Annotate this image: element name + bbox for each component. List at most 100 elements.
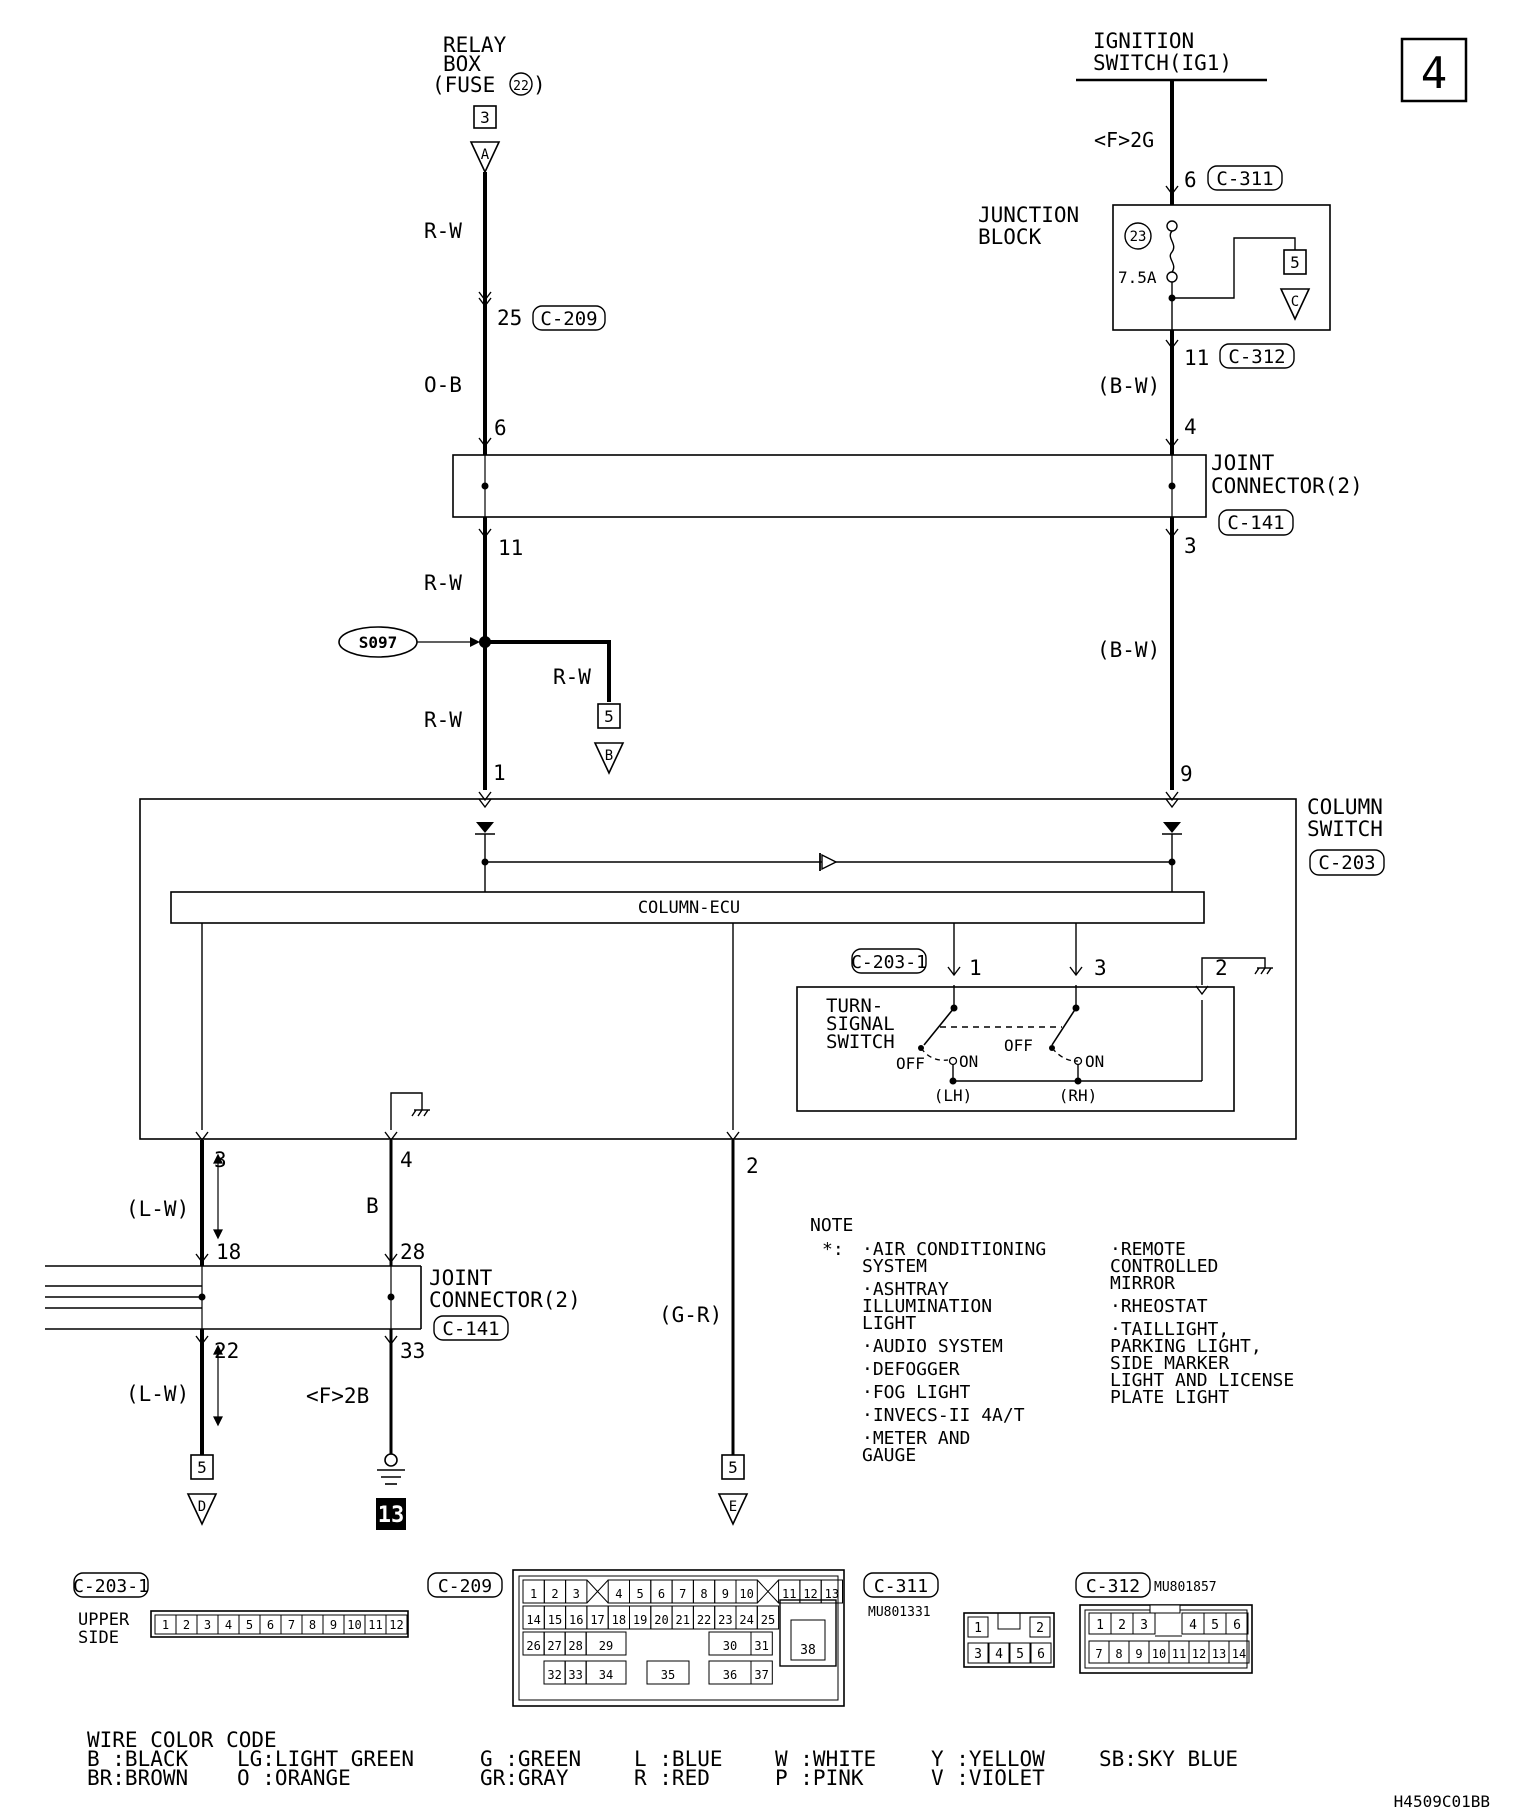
svg-text:E: E bbox=[729, 1499, 737, 1515]
diode-icon bbox=[819, 853, 838, 871]
ground-icon-pin-4 bbox=[411, 1109, 430, 1117]
note-item: CONTROLLED bbox=[1110, 1256, 1218, 1277]
c312-pin: 12 bbox=[1192, 1647, 1206, 1661]
c311-pin: 3 bbox=[974, 1647, 982, 1662]
joint-connector-top bbox=[452, 454, 1207, 518]
turn-pin-3: 3 bbox=[1094, 956, 1107, 980]
fuse-23: 23 7.5A bbox=[1118, 220, 1178, 287]
c209-pin: 25 bbox=[761, 1613, 775, 1627]
junction-block-label: JUNCTION BLOCK bbox=[978, 203, 1079, 249]
note-item: ·ASHTRAY bbox=[862, 1279, 949, 1300]
note-item: SYSTEM bbox=[862, 1256, 927, 1277]
c311-badge: C-311 bbox=[1207, 165, 1283, 191]
c209-pin: 1 bbox=[530, 1587, 537, 1601]
c312-pin: 5 bbox=[1211, 1618, 1219, 1633]
svg-text:IGNITION: IGNITION bbox=[1093, 29, 1194, 53]
joint-connector-low-label: JOINT CONNECTOR(2) C-141 bbox=[429, 1266, 581, 1341]
svg-text:*:: *: bbox=[822, 1239, 844, 1260]
svg-text:W :WHITE: W :WHITE bbox=[775, 1747, 876, 1771]
c209-pin: 14 bbox=[526, 1613, 540, 1627]
c311-pin-6: 6 bbox=[1184, 168, 1197, 192]
note-item: PLATE LIGHT bbox=[1110, 1387, 1229, 1408]
svg-text:C-141: C-141 bbox=[1227, 512, 1284, 534]
svg-text:JUNCTION: JUNCTION bbox=[978, 203, 1079, 227]
c203-1-pin: 5 bbox=[246, 1618, 253, 1632]
svg-text:C-209: C-209 bbox=[438, 1576, 492, 1597]
svg-text:SWITCH: SWITCH bbox=[1307, 817, 1383, 841]
c203-1-pin: 12 bbox=[389, 1618, 403, 1632]
c209-pin: 10 bbox=[739, 1587, 753, 1601]
c203-1-pin: 3 bbox=[204, 1618, 211, 1632]
c203-1-pin: 2 bbox=[183, 1618, 190, 1632]
c209-pin: 29 bbox=[599, 1639, 613, 1653]
wire-label-ob: O-B bbox=[424, 373, 462, 397]
c203-1-pin: 4 bbox=[225, 1618, 232, 1632]
c209-pin: 19 bbox=[633, 1613, 647, 1627]
column-pin-4: 4 bbox=[400, 1148, 413, 1172]
turn-pin-1: 1 bbox=[969, 956, 982, 980]
svg-text:WIRE COLOR CODE: WIRE COLOR CODE bbox=[87, 1728, 277, 1752]
c209-pin: 22 bbox=[697, 1613, 711, 1627]
note-item: MIRROR bbox=[1110, 1273, 1175, 1294]
svg-text:S097: S097 bbox=[359, 633, 398, 652]
svg-text:C-312: C-312 bbox=[1228, 346, 1285, 368]
switch-lever-lh bbox=[923, 1007, 955, 1046]
note-item: ILLUMINATION bbox=[862, 1296, 992, 1317]
c311-pin: 4 bbox=[995, 1647, 1003, 1662]
wire-label-lw-top: (L-W) bbox=[126, 1197, 189, 1221]
c209-pin: 7 bbox=[679, 1587, 686, 1601]
c203-1-pin: 1 bbox=[162, 1618, 169, 1632]
c209-pin: 5 bbox=[637, 1587, 644, 1601]
page-number-box bbox=[1400, 37, 1468, 103]
wire-ground-pin-4 bbox=[390, 1092, 423, 1130]
c312-pin: 3 bbox=[1140, 1618, 1148, 1633]
c312-pin: 2 bbox=[1118, 1618, 1126, 1633]
svg-text:MU801331: MU801331 bbox=[868, 1605, 931, 1620]
svg-text:TURN-: TURN- bbox=[826, 995, 883, 1017]
d-pin: 5 bbox=[197, 1458, 207, 1477]
connector-e-marker: E bbox=[718, 1493, 748, 1525]
jc-top-pin-6: 6 bbox=[494, 416, 507, 440]
relay-pin-label: 3 bbox=[480, 108, 490, 127]
svg-text:B :BLACK: B :BLACK bbox=[87, 1747, 189, 1771]
wire-label-rw-branch: R-W bbox=[553, 665, 591, 689]
joint-connector-top-label: JOINT CONNECTOR(2) C-141 bbox=[1211, 451, 1363, 536]
junction-block bbox=[1112, 204, 1331, 331]
c209-pin: 33 bbox=[568, 1668, 582, 1682]
lh-label: (LH) bbox=[934, 1086, 973, 1105]
page-number: 4 bbox=[1421, 48, 1448, 99]
note-item: SIDE MARKER bbox=[1110, 1353, 1229, 1374]
wire-label-bw-top: (B-W) bbox=[1097, 374, 1160, 398]
c312-pin: 8 bbox=[1115, 1647, 1122, 1661]
column-switch bbox=[139, 798, 1297, 1140]
jc-low-pin-33: 33 bbox=[400, 1339, 425, 1363]
svg-text:COLUMN: COLUMN bbox=[1307, 795, 1383, 819]
c209-pin: 4 bbox=[615, 1587, 622, 1601]
note-item: ·RHEOSTAT bbox=[1110, 1296, 1208, 1317]
c312-pin: 10 bbox=[1152, 1647, 1166, 1661]
connector-b-marker: B bbox=[594, 742, 624, 774]
c209-pin: 34 bbox=[599, 1668, 613, 1682]
c209-pin: 15 bbox=[548, 1613, 562, 1627]
c312-pin: 13 bbox=[1212, 1647, 1226, 1661]
wire-label-rw-low: R-W bbox=[424, 708, 462, 732]
svg-text:): ) bbox=[533, 73, 546, 97]
note-item: ·DEFOGGER bbox=[862, 1359, 960, 1380]
wire-label-rw-mid: R-W bbox=[424, 571, 462, 595]
svg-text:L :BLUE: L :BLUE bbox=[634, 1747, 723, 1771]
c203-1-pin: 10 bbox=[347, 1618, 361, 1632]
wire-label-lw-bottom: (L-W) bbox=[126, 1382, 189, 1406]
c209-pin: 13 bbox=[825, 1587, 839, 1601]
c311-pin: 6 bbox=[1037, 1647, 1045, 1662]
svg-text:22: 22 bbox=[513, 79, 529, 94]
c312-pin-11: 11 bbox=[1184, 346, 1209, 370]
c209-pin: 37 bbox=[754, 1668, 768, 1682]
svg-text:P :PINK: P :PINK bbox=[775, 1766, 864, 1790]
jc-low-pin-28: 28 bbox=[400, 1240, 425, 1264]
wire-ground-pin-2 bbox=[1201, 957, 1266, 985]
twisted-indicator-bottom bbox=[213, 1344, 223, 1427]
svg-text:SIGNAL: SIGNAL bbox=[826, 1013, 895, 1035]
